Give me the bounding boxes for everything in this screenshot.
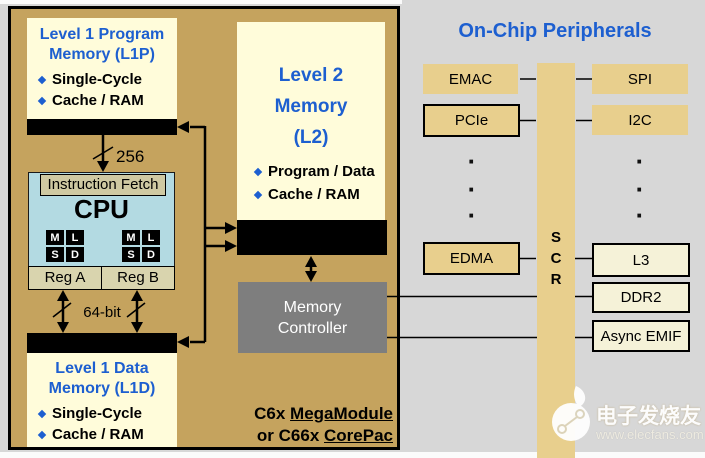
- scr-letter-r: R: [550, 271, 562, 288]
- scr-letter-s: S: [550, 229, 561, 246]
- ellipsis-dot: ·: [467, 146, 477, 176]
- reg-b-cell: Reg B: [102, 266, 175, 290]
- emac-box: EMAC: [423, 64, 518, 94]
- caption-line2: or C66x CorePac: [237, 425, 393, 447]
- edma-box: EDMA: [423, 242, 520, 275]
- diamond-bullet-icon: [253, 190, 263, 199]
- bottom-edge-strip: [0, 452, 705, 458]
- l1p-bullet-text: Cache / RAM: [52, 92, 144, 109]
- l1d-title-line2: Memory (L1D): [48, 380, 156, 397]
- l1d-bullet-single-cycle: Single-Cycle: [37, 403, 177, 424]
- ellipsis-dot: ·: [635, 146, 645, 176]
- l2-title-line1: Level 2: [278, 65, 344, 86]
- l1p-memory-port-bar: [27, 119, 177, 135]
- elecfans-logo-icon: [552, 386, 590, 441]
- l1p-title: Level 1 Program Memory (L1P): [27, 18, 177, 65]
- watermark-brand-text: 电子发烧友: [596, 405, 701, 428]
- functional-units-b: M L S D: [122, 230, 160, 262]
- instruction-fetch-box: Instruction Fetch: [40, 174, 166, 196]
- spi-box: SPI: [592, 64, 688, 94]
- l1p-bullet-text: Single-Cycle: [52, 71, 143, 88]
- caption-underlined: CorePac: [324, 426, 393, 445]
- l1p-bullet-single-cycle: Single-Cycle: [37, 69, 177, 90]
- l2-bullet-program-data: Program / Data: [253, 160, 385, 183]
- ellipsis-dot: ·: [467, 174, 477, 204]
- ellipsis-dot: ·: [635, 174, 645, 204]
- caption-plain: C6x: [254, 404, 291, 423]
- l1d-title: Level 1 Data Memory (L1D): [27, 353, 177, 399]
- l1d-bullet-text: Cache / RAM: [52, 426, 144, 443]
- l1d-bullet-cache-ram: Cache / RAM: [37, 424, 177, 445]
- l1p-bullet-cache-ram: Cache / RAM: [37, 90, 177, 111]
- unit-l: L: [142, 230, 160, 245]
- ellipsis-dot: ·: [467, 200, 477, 230]
- top-edge-strip: [0, 0, 402, 4]
- megamodule-caption: C6x MegaModule or C66x CorePac: [237, 403, 393, 447]
- bus-width-64bit-label: 64-bit: [83, 304, 121, 321]
- memory-controller-line1: Memory: [283, 298, 342, 316]
- unit-m: M: [122, 230, 140, 245]
- i2c-box: I2C: [592, 105, 688, 135]
- reg-a-cell: Reg A: [28, 266, 102, 290]
- l2-bullet-cache-ram: Cache / RAM: [253, 183, 385, 206]
- l1p-title-line1: Level 1 Program: [39, 26, 165, 43]
- diamond-bullet-icon: [37, 96, 47, 105]
- l1d-title-line1: Level 1 Data: [55, 360, 149, 377]
- bus-width-256-label: 256: [116, 147, 145, 166]
- l1d-box: Level 1 Data Memory (L1D) Single-Cycle C…: [27, 353, 177, 447]
- l2-memory-port-bar: [237, 220, 387, 255]
- memory-controller-line2: Controller: [277, 319, 348, 337]
- l2-title-line3: (L2): [293, 127, 329, 148]
- l1d-memory-port-bar: [27, 333, 177, 353]
- cpu-label: CPU: [74, 194, 129, 224]
- ellipsis-dot: ·: [635, 200, 645, 230]
- unit-d: D: [142, 247, 160, 262]
- memory-controller-box: Memory Controller: [238, 282, 387, 353]
- l1p-box: Level 1 Program Memory (L1P) Single-Cycl…: [27, 18, 177, 119]
- unit-d: D: [66, 247, 84, 262]
- functional-units-a: M L S D: [46, 230, 84, 262]
- ddr2-box: DDR2: [592, 282, 690, 313]
- register-file-row: Reg A Reg B: [28, 266, 175, 290]
- l2-bullets: Program / Data Cache / RAM: [237, 160, 385, 206]
- unit-s: S: [122, 247, 140, 262]
- scr-column: [537, 63, 575, 458]
- async-emif-box: Async EMIF: [592, 320, 690, 352]
- l2-bullet-text: Program / Data: [268, 163, 375, 180]
- diamond-bullet-icon: [37, 409, 47, 418]
- diamond-bullet-icon: [37, 75, 47, 84]
- scr-letter-c: C: [550, 250, 562, 267]
- unit-m: M: [46, 230, 64, 245]
- diamond-bullet-icon: [37, 430, 47, 439]
- unit-s: S: [46, 247, 64, 262]
- l2-title-line2: Memory: [274, 96, 348, 117]
- l3-box: L3: [592, 243, 690, 277]
- unit-l: L: [66, 230, 84, 245]
- l2-bullet-text: Cache / RAM: [268, 186, 360, 203]
- l1p-bullets: Single-Cycle Cache / RAM: [27, 69, 177, 111]
- l1p-title-line2: Memory (L1P): [49, 46, 155, 63]
- l2-box: Level 2 Memory (L2) Program / Data Cache…: [237, 22, 385, 220]
- caption-line1: C6x MegaModule: [237, 403, 393, 425]
- l1d-bullets: Single-Cycle Cache / RAM: [27, 403, 177, 445]
- watermark-url-text: www.elecfans.com: [596, 427, 704, 442]
- l1d-bullet-text: Single-Cycle: [52, 405, 143, 422]
- caption-plain: or C66x: [256, 426, 325, 445]
- diamond-bullet-icon: [253, 167, 263, 176]
- l2-title: Level 2 Memory (L2): [237, 22, 385, 153]
- pcie-box: PCIe: [423, 104, 520, 137]
- on-chip-peripherals-title: On-Chip Peripherals: [458, 20, 652, 42]
- caption-underlined: MegaModule: [290, 404, 393, 423]
